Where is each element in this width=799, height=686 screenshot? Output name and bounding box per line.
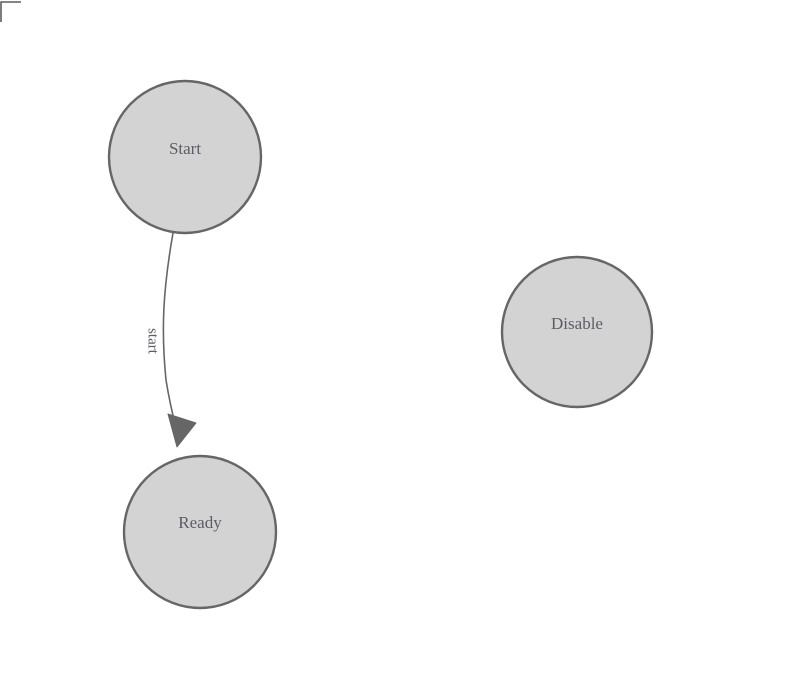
edge-label-start: start bbox=[145, 328, 161, 355]
node-disable[interactable]: Disable bbox=[500, 255, 654, 409]
node-ready-label: Ready bbox=[178, 513, 222, 532]
edge-start-to-ready-path bbox=[162, 232, 178, 433]
node-ready[interactable]: Ready bbox=[122, 454, 278, 610]
node-start-label: Start bbox=[169, 139, 201, 158]
canvas-corner-mark bbox=[0, 1, 21, 22]
node-disable-label: Disable bbox=[551, 314, 603, 333]
node-disable-circle[interactable] bbox=[500, 255, 654, 409]
node-ready-circle[interactable] bbox=[122, 454, 278, 610]
node-start[interactable]: Start bbox=[107, 79, 263, 235]
arrowhead-icon bbox=[167, 413, 197, 448]
edge-start-to-ready[interactable]: start bbox=[145, 232, 197, 448]
node-start-circle[interactable] bbox=[107, 79, 263, 235]
